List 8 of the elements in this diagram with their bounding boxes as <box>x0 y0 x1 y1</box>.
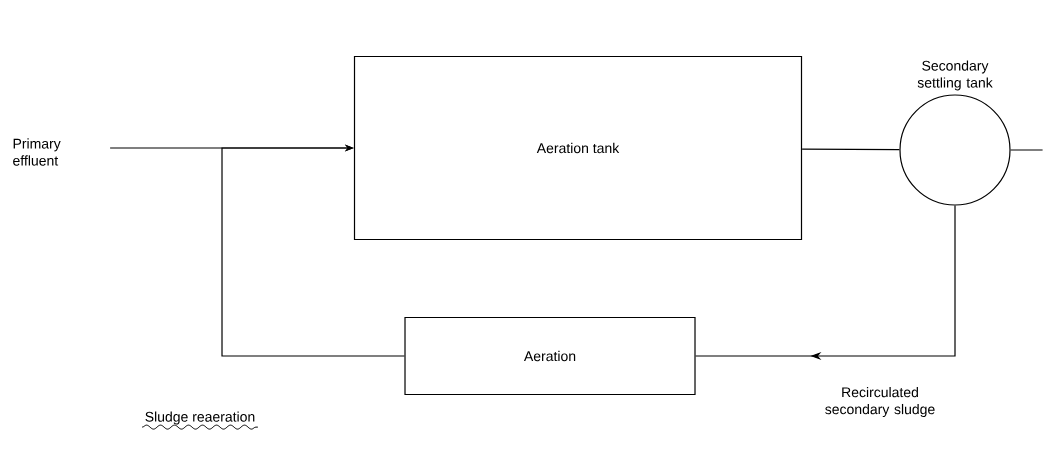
node-label: Secondary settling tank <box>917 60 993 91</box>
edge-label: Recirculated secondary sludge <box>819 385 941 418</box>
process-box: Aeration <box>404 316 696 396</box>
arrow <box>695 205 956 361</box>
arrow <box>221 144 405 357</box>
process-box: Aeration tank <box>353 55 803 241</box>
inlet-label: Primary effluent <box>13 138 61 166</box>
underlined-note: Sludge reaeration <box>141 411 259 430</box>
